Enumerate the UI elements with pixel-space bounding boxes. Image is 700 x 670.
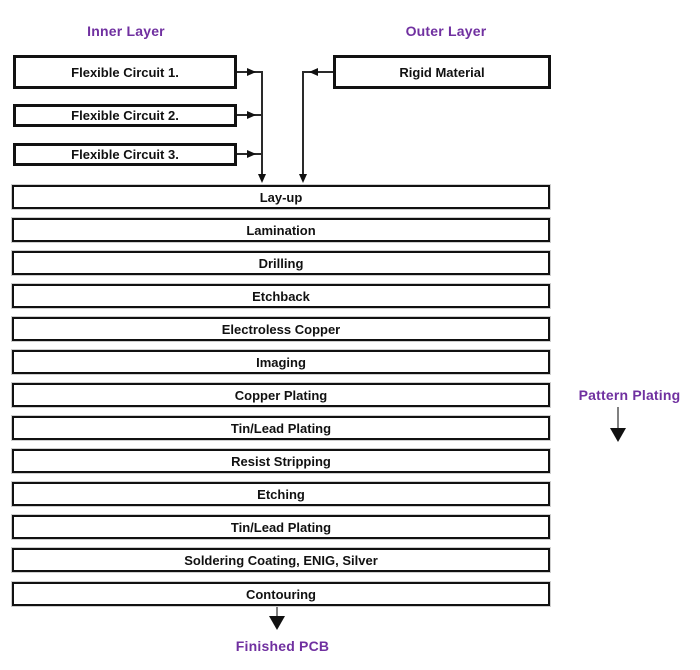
connector-line xyxy=(617,407,619,429)
arrow-down-icon xyxy=(257,174,266,183)
process-step-box: Resist Stripping xyxy=(11,448,551,474)
connector-line xyxy=(303,71,333,73)
process-step-box: Copper Plating xyxy=(11,382,551,408)
pattern-plating-label: Pattern Plating xyxy=(578,387,681,403)
arrow-down-icon xyxy=(269,616,285,630)
process-step-box: Tin/Lead Plating xyxy=(11,514,551,540)
inner-layer-box: Flexible Circuit 2. xyxy=(13,104,237,127)
process-step-box: Etchback xyxy=(11,283,551,309)
process-step-box: Soldering Coating, ENIG, Silver xyxy=(11,547,551,573)
arrow-right-icon xyxy=(247,67,256,76)
inner-layer-box: Flexible Circuit 1. xyxy=(13,55,237,89)
inner-layer-label: Inner Layer xyxy=(87,23,165,39)
process-step-box: Contouring xyxy=(11,581,551,607)
arrow-right-icon xyxy=(247,149,256,158)
process-step-box: Lay-up xyxy=(11,184,551,210)
rigid-material-box: Rigid Material xyxy=(333,55,551,89)
process-step-box: Electroless Copper xyxy=(11,316,551,342)
arrow-left-icon xyxy=(309,67,318,76)
connector-line xyxy=(261,71,263,175)
process-step-box: Imaging xyxy=(11,349,551,375)
arrow-right-icon xyxy=(247,110,256,119)
arrow-down-icon xyxy=(298,174,307,183)
connector-line xyxy=(276,607,278,617)
finished-pcb-label: Finished PCB xyxy=(235,638,330,654)
connector-line xyxy=(302,71,304,175)
arrow-down-icon xyxy=(610,428,626,442)
process-step-box: Lamination xyxy=(11,217,551,243)
inner-layer-box: Flexible Circuit 3. xyxy=(13,143,237,166)
outer-layer-label: Outer Layer xyxy=(405,23,487,39)
process-step-box: Etching xyxy=(11,481,551,507)
process-step-box: Tin/Lead Plating xyxy=(11,415,551,441)
process-step-box: Drilling xyxy=(11,250,551,276)
